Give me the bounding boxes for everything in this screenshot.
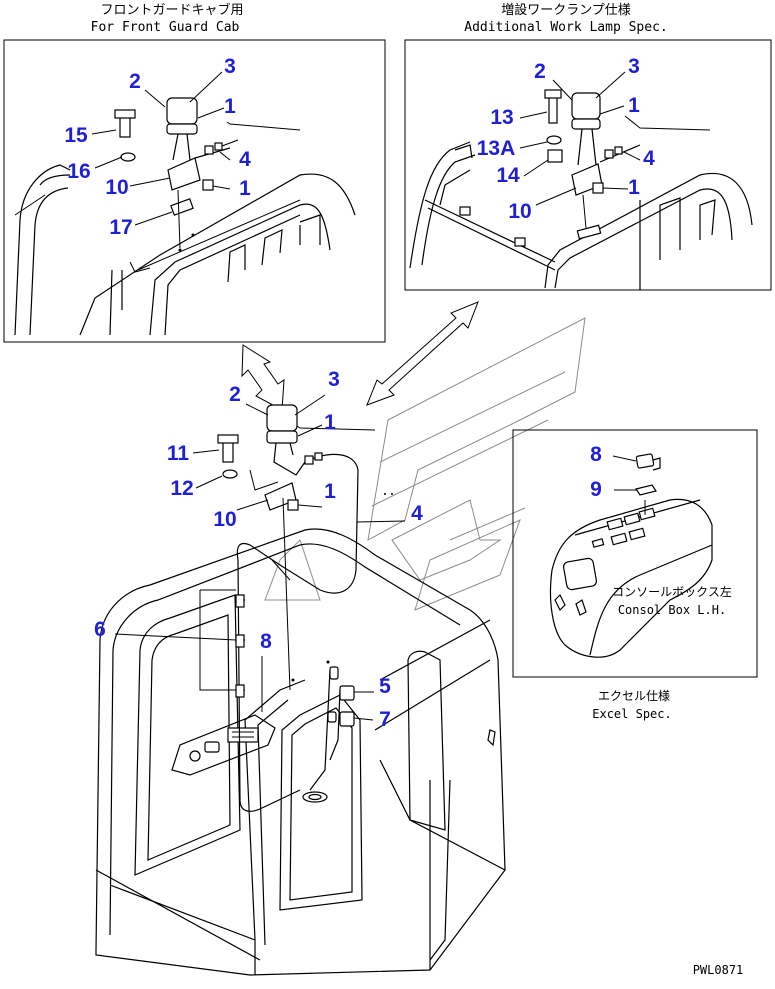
bracket-front-guard xyxy=(167,157,201,191)
callout-8: 8 xyxy=(260,630,272,653)
caption-console-en: Consol Box L.H. xyxy=(618,603,726,617)
caption-excel-en: Excel Spec. xyxy=(592,707,671,721)
callout-3: 3 xyxy=(224,55,236,78)
caption-front-guard-en: For Front Guard Cab xyxy=(91,20,240,35)
watermark-logo xyxy=(264,317,586,611)
callout-4: 4 xyxy=(239,148,251,171)
callout-4: 4 xyxy=(643,147,655,170)
lamp-work xyxy=(571,92,601,120)
callout-4: 4 xyxy=(411,502,423,525)
panel-work-lamp-frame xyxy=(404,39,772,291)
callout-9: 9 xyxy=(590,478,602,501)
callout-13: 13 xyxy=(490,106,513,129)
main-cab: 3 2 1 11 12 1 10 4 6 8 5 7 xyxy=(94,368,506,976)
lamp-main xyxy=(266,404,298,432)
panel-work-lamp: 増設ワークランプ仕様 Additional Work Lamp Spec. xyxy=(404,2,772,291)
callout-1: 1 xyxy=(628,94,640,117)
arrow-to-work-lamp xyxy=(366,301,479,406)
callout-6: 6 xyxy=(94,618,106,641)
callout-2: 2 xyxy=(229,383,241,406)
callout-17: 17 xyxy=(109,216,132,239)
caption-console-jp: コンソールボックス左 xyxy=(612,584,732,599)
caption-work-lamp-jp: 増設ワークランプ仕様 xyxy=(501,2,631,18)
callout-10: 10 xyxy=(105,176,128,199)
callout-16: 16 xyxy=(67,160,90,183)
callout-11: 11 xyxy=(167,442,190,465)
callout-1: 1 xyxy=(224,95,236,118)
callout-1: 1 xyxy=(628,176,640,199)
callout-2: 2 xyxy=(129,70,141,93)
callout-10: 10 xyxy=(508,200,531,223)
lamp-front-guard xyxy=(166,97,198,125)
callout-1: 1 xyxy=(239,177,251,200)
caption-work-lamp-en: Additional Work Lamp Spec. xyxy=(464,20,668,35)
drawing-code: PWL0871 xyxy=(693,963,744,977)
callout-10: 10 xyxy=(213,508,236,531)
panel-console-frame xyxy=(512,429,758,678)
panel-front-guard: フロントガードキャブ用 For Front Guard Cab xyxy=(3,2,386,343)
callout-7: 7 xyxy=(379,708,391,731)
callout-2: 2 xyxy=(534,60,546,83)
panel-console-box: 8 9 コンソールボックス左 Consol Box L.H. エクセル仕様 Ex… xyxy=(512,429,758,721)
callout-1: 1 xyxy=(324,480,336,503)
callout-3: 3 xyxy=(628,55,640,78)
caption-front-guard-jp: フロントガードキャブ用 xyxy=(100,2,243,18)
console-box xyxy=(549,498,713,658)
callout-14: 14 xyxy=(496,164,520,187)
callout-12: 12 xyxy=(170,477,193,500)
callout-3: 3 xyxy=(328,368,340,391)
callout-1: 1 xyxy=(324,411,336,434)
arrow-to-front-guard xyxy=(241,344,285,411)
caption-excel-jp: エクセル仕様 xyxy=(598,689,670,703)
callout-8: 8 xyxy=(590,443,602,466)
callout-15: 15 xyxy=(64,124,88,147)
callout-5: 5 xyxy=(379,675,391,698)
callout-13a: 13A xyxy=(477,137,516,160)
panel-front-guard-frame xyxy=(3,39,386,343)
